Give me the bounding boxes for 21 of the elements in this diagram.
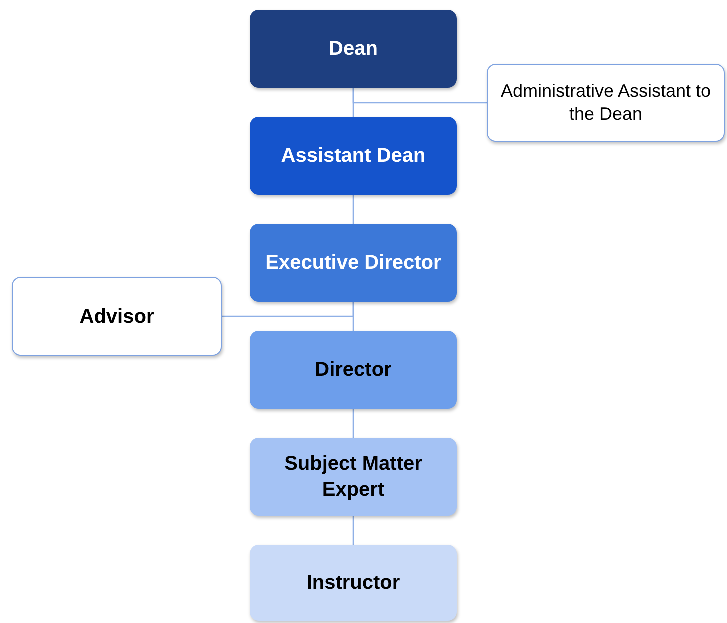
role-box (487, 64, 725, 142)
role-title: Assistant Dean (280, 144, 427, 169)
role-title: Administrative Assistant to the Dean (500, 80, 712, 126)
role-box (250, 10, 457, 88)
role-title: Executive Director (264, 251, 442, 276)
role-title: Advisor (78, 304, 156, 330)
connector-line (352, 302, 354, 331)
connector-line (352, 88, 354, 117)
role-box (250, 117, 457, 195)
connector-line (352, 516, 354, 545)
role-box (250, 331, 457, 409)
role-title: Dean (328, 37, 379, 62)
role-box (12, 277, 222, 356)
role-title: Subject Matter Expert (284, 452, 424, 503)
role-box (250, 545, 457, 621)
role-box (250, 224, 457, 302)
role-title: Director (314, 358, 393, 383)
role-title: Instructor (306, 571, 402, 596)
connector-line (352, 195, 354, 224)
role-box (250, 438, 457, 516)
connector-line (352, 409, 354, 438)
